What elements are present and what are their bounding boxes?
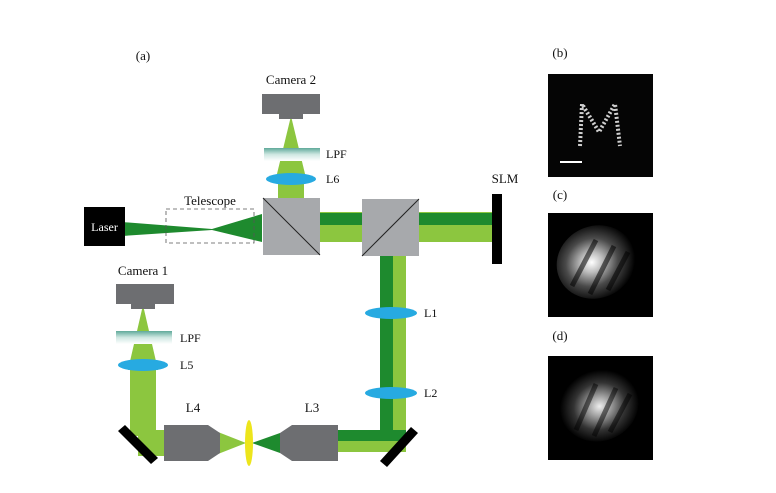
lens-l5-label: L5 <box>180 358 193 372</box>
telescope-box <box>165 208 255 244</box>
lens-l2 <box>365 387 417 399</box>
lpf-bottom-filter <box>116 331 172 344</box>
camera1-mount <box>131 303 155 309</box>
lens-l1 <box>365 307 417 319</box>
objective-l4 <box>164 425 220 461</box>
beam-focus-left <box>218 432 246 454</box>
camera2-label: Camera 2 <box>266 72 316 87</box>
image-b-pattern <box>578 97 622 147</box>
laser-label: Laser <box>91 220 118 234</box>
panel-label-a: (a) <box>136 48 150 63</box>
image-c-fringes <box>569 238 631 296</box>
camera2-mount <box>279 113 303 119</box>
lens-l2-label: L2 <box>424 386 437 400</box>
slm-device <box>492 194 502 264</box>
beam-vertical-right-dark <box>380 255 393 435</box>
objective-l3 <box>280 425 338 461</box>
beam-splitter-2-diagonal <box>361 198 420 257</box>
mirror-bottom-left <box>118 425 158 464</box>
camera2-body <box>262 94 320 114</box>
panel-label-b: (b) <box>552 45 567 60</box>
lpf-bottom-label: LPF <box>180 331 201 345</box>
image-d-fringes <box>573 383 633 438</box>
lens-l1-label: L1 <box>424 306 437 320</box>
beam-focus-right <box>252 433 280 453</box>
panel-label-c: (c) <box>553 187 567 202</box>
lens-l6 <box>266 173 316 185</box>
beam-splitter-1-diagonal <box>262 197 321 256</box>
beam-vertical-left <box>130 370 156 436</box>
panel-label-d: (d) <box>552 328 567 343</box>
laser-box <box>84 207 125 246</box>
lpf-top-filter <box>264 148 320 161</box>
slm-label: SLM <box>492 171 519 186</box>
lpf-top-label: LPF <box>326 147 347 161</box>
objective-l4-label: L4 <box>186 400 201 415</box>
mirror-bottom-right <box>380 427 418 467</box>
camera1-body <box>116 284 174 304</box>
beam-laser-telescope <box>122 214 262 242</box>
sample <box>245 420 253 466</box>
camera1-label: Camera 1 <box>118 263 168 278</box>
beam-bottom-dark <box>330 430 406 441</box>
telescope-label: Telescope <box>184 193 236 208</box>
objective-l3-label: L3 <box>305 400 319 415</box>
lens-l5 <box>118 359 168 371</box>
beam-camera2-cone <box>276 116 306 178</box>
lens-l6-label: L6 <box>326 172 339 186</box>
